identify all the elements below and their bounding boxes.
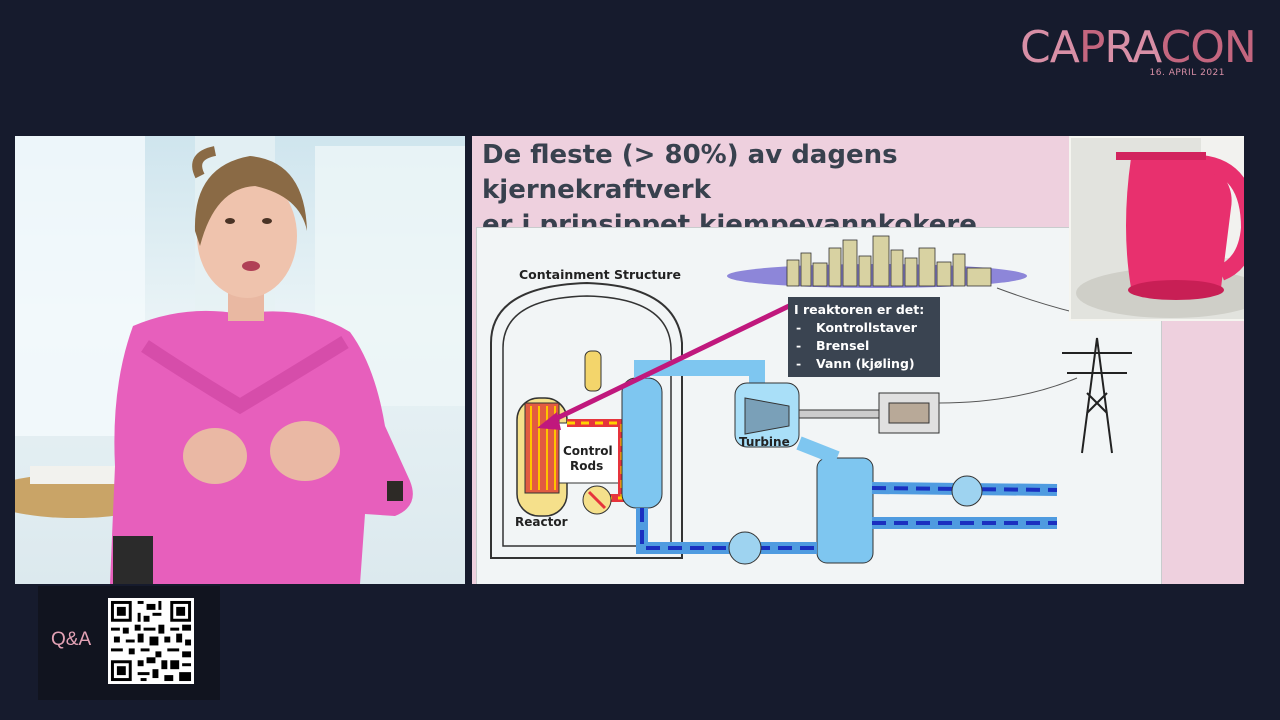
containment-label: Containment Structure xyxy=(519,267,681,282)
rods-label: Rods xyxy=(570,459,603,473)
control-label: Control xyxy=(563,444,613,458)
capracon-logo: CAPRACON 16. APRIL 2021 xyxy=(1020,24,1257,84)
qr-code-icon[interactable] xyxy=(108,598,194,684)
speaker-figure xyxy=(15,146,413,584)
brand-name: CAPRACON xyxy=(1020,22,1257,73)
qa-box: Q&A xyxy=(38,586,220,700)
speaker-video xyxy=(15,136,465,584)
power-pylon-icon xyxy=(1062,337,1132,454)
list-item: -Vann (kjøling) xyxy=(796,356,915,371)
presentation-slide: De fleste (> 80%) av dagens kjernekraftv… xyxy=(472,136,1244,584)
callout-arrow xyxy=(545,303,791,426)
list-item: -Kontrollstaver xyxy=(796,320,917,335)
brand-date: 16. APRIL 2021 xyxy=(1149,68,1225,78)
city-skyline xyxy=(786,235,992,287)
callout-heading: I reaktoren er det: xyxy=(794,302,925,317)
reactor-callout: I reaktoren er det: -Kontrollstaver -Bre… xyxy=(788,297,940,377)
qa-label: Q&A xyxy=(51,629,92,650)
list-item: -Brensel xyxy=(796,338,870,353)
reactor-diagram: Containment Structure Control xyxy=(476,227,1162,584)
kettle-photo xyxy=(1069,136,1244,321)
slide-title-line-1: De fleste (> 80%) av dagens kjernekraftv… xyxy=(482,140,898,205)
reactor-label: Reactor xyxy=(515,515,568,529)
reactor-diagram-drawing: Containment Structure Control xyxy=(490,235,1132,565)
callout-list: -Kontrollstaver -Brensel -Vann (kjøling) xyxy=(794,319,934,373)
kettle-image xyxy=(1071,138,1244,319)
turbine-label: Turbine xyxy=(739,435,790,449)
